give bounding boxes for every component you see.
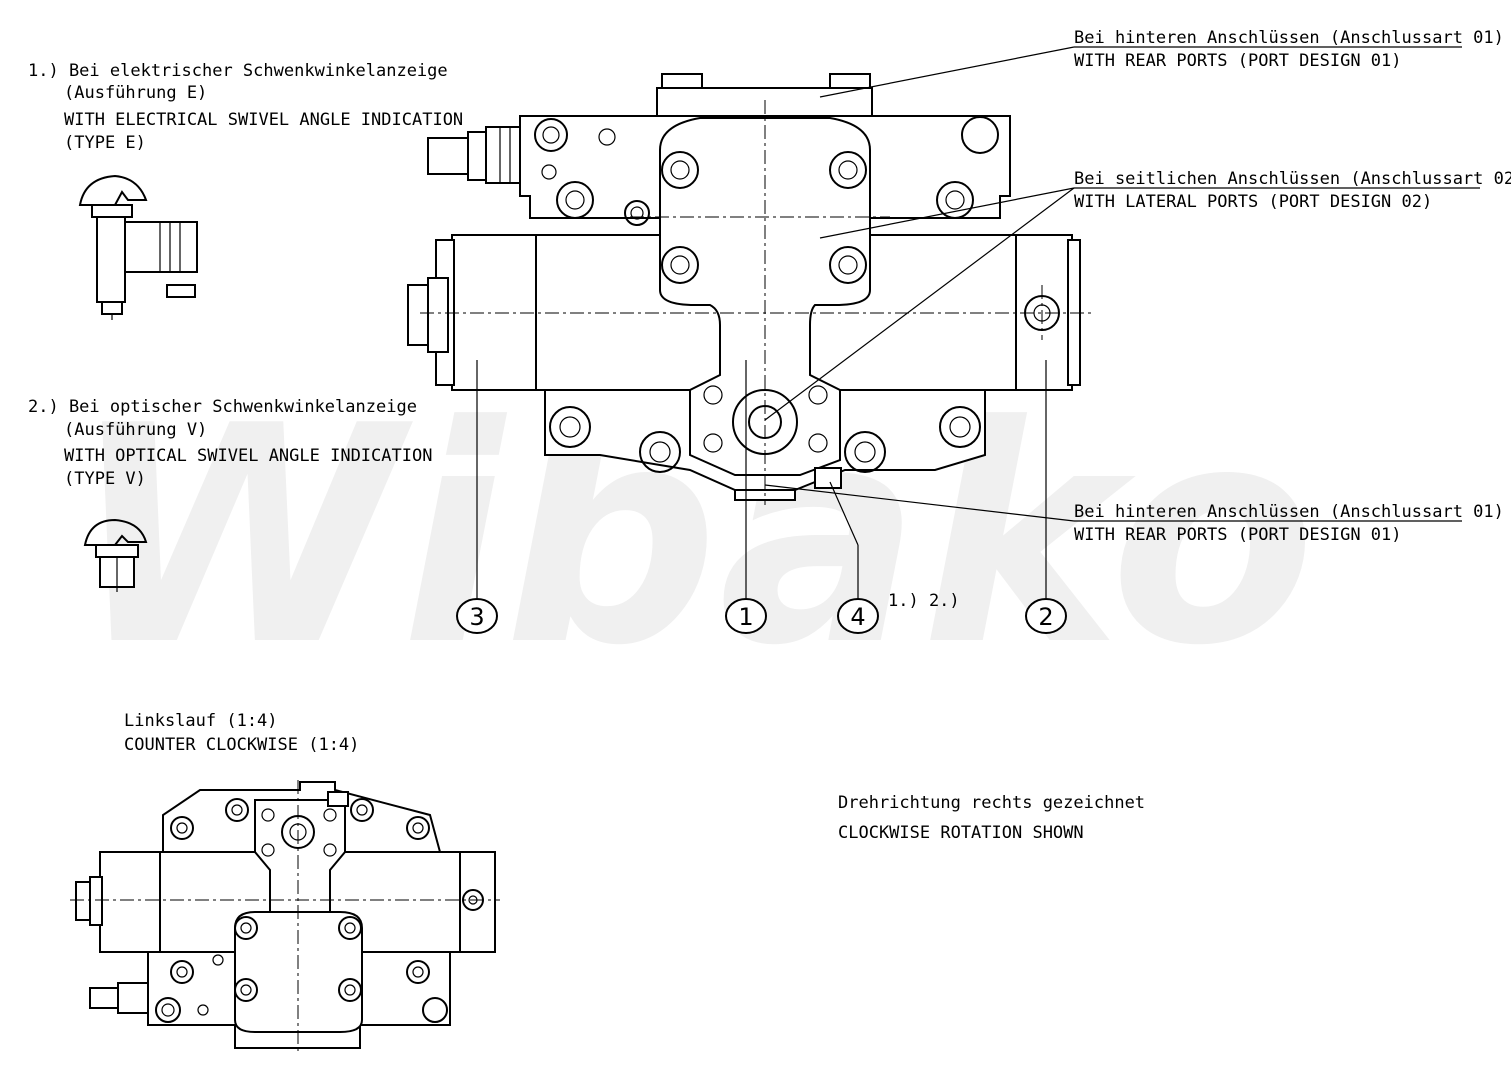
note-optical-line2: (Ausführung V) bbox=[64, 420, 207, 440]
indicator-ref-label: 1.) 2.) bbox=[888, 591, 960, 611]
leader-lines bbox=[476, 46, 1480, 598]
note-electrical-line3: WITH ELECTRICAL SWIVEL ANGLE INDICATION bbox=[64, 110, 463, 130]
note-optical-line1: 2.) Bei optischer Schwenkwinkelanzeige bbox=[28, 397, 417, 417]
pump-main-view bbox=[407, 73, 1095, 505]
balloon-3: 3 bbox=[456, 598, 498, 634]
note-electrical-line1: 1.) Bei elektrischer Schwenkwinkelanzeig… bbox=[28, 61, 448, 81]
note-rear-ports-top-en: WITH REAR PORTS (PORT DESIGN 01) bbox=[1074, 51, 1402, 71]
balloon-4: 4 bbox=[837, 598, 879, 634]
note-optical-line4: (TYPE V) bbox=[64, 469, 146, 489]
note-rear-ports-bottom-en: WITH REAR PORTS (PORT DESIGN 01) bbox=[1074, 525, 1402, 545]
balloon-2: 2 bbox=[1025, 598, 1067, 634]
note-rear-ports-top-de: Bei hinteren Anschlüssen (Anschlussart 0… bbox=[1074, 28, 1504, 48]
note-rotation-de: Drehrichtung rechts gezeichnet bbox=[838, 793, 1145, 813]
note-electrical-line2: (Ausführung E) bbox=[64, 83, 207, 103]
note-electrical-line4: (TYPE E) bbox=[64, 133, 146, 153]
note-ccw-en: COUNTER CLOCKWISE (1:4) bbox=[124, 735, 359, 755]
note-rotation-en: CLOCKWISE ROTATION SHOWN bbox=[838, 823, 1084, 843]
note-optical-line3: WITH OPTICAL SWIVEL ANGLE INDICATION bbox=[64, 446, 432, 466]
svg-text:2: 2 bbox=[1038, 603, 1053, 631]
note-lateral-ports-de: Bei seitlichen Anschlüssen (Anschlussart… bbox=[1074, 169, 1511, 189]
note-lateral-ports-en: WITH LATERAL PORTS (PORT DESIGN 02) bbox=[1074, 192, 1432, 212]
note-rear-ports-bottom-de: Bei hinteren Anschlüssen (Anschlussart 0… bbox=[1074, 502, 1504, 522]
note-ccw-de: Linkslauf (1:4) bbox=[124, 711, 278, 731]
electrical-indicator-drawing bbox=[78, 174, 198, 320]
optical-indicator-drawing bbox=[83, 518, 148, 592]
balloon-1: 1 bbox=[725, 598, 767, 634]
svg-text:1: 1 bbox=[738, 603, 753, 631]
svg-text:3: 3 bbox=[469, 603, 484, 631]
pump-ccw-view bbox=[70, 780, 500, 1055]
svg-text:4: 4 bbox=[850, 603, 865, 631]
